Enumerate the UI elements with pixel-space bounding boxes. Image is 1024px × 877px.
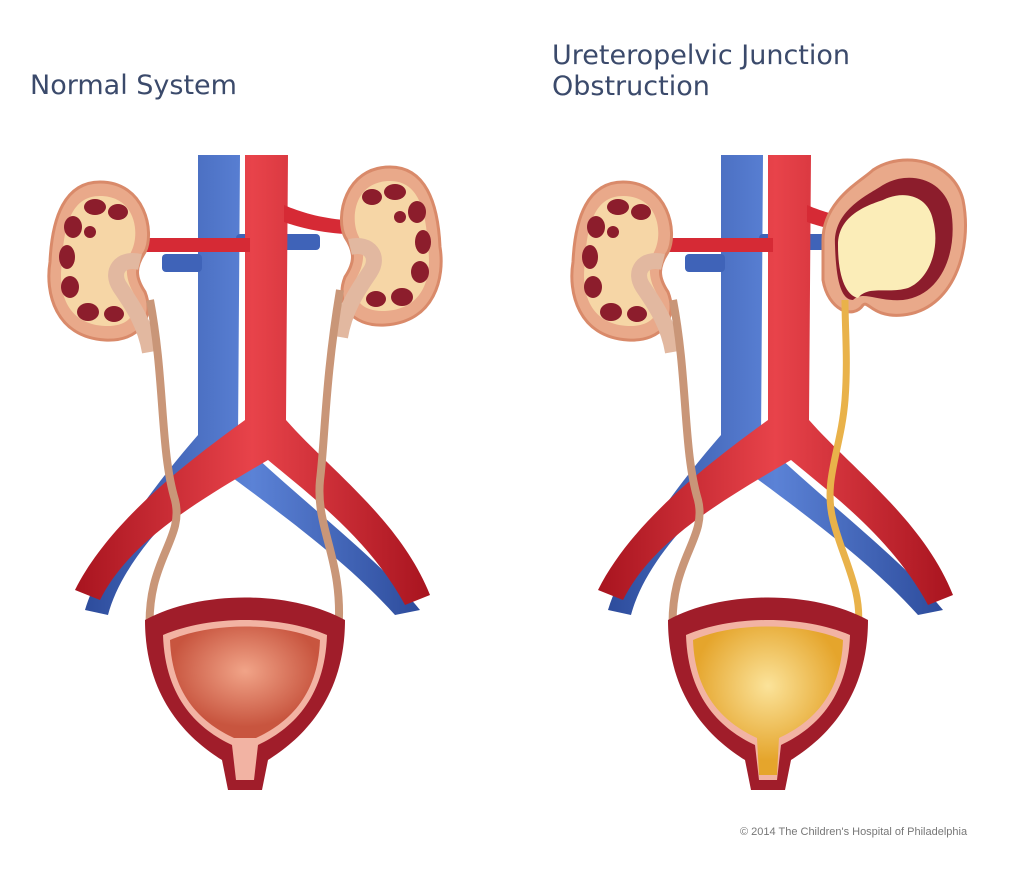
upj-obstruction-title: Ureteropelvic Junction Obstruction: [552, 40, 850, 102]
right-ureter: [315, 289, 344, 636]
title-line: Normal System: [30, 70, 237, 101]
left-kidney: [49, 182, 150, 352]
title-line: Ureteropelvic Junction: [552, 40, 851, 71]
title-line: Obstruction: [552, 71, 710, 102]
copyright-notice: © 2014 The Children's Hospital of Philad…: [740, 826, 968, 838]
right-kidney: [340, 167, 441, 337]
hydronephrotic-kidney: [821, 158, 967, 317]
bladder: [145, 597, 345, 790]
normal-system-diagram: [49, 155, 441, 790]
upj-obstruction-diagram: [572, 155, 967, 790]
bladder: [668, 597, 868, 790]
normal-system-title: Normal System: [30, 70, 237, 101]
left-kidney: [572, 182, 673, 352]
obstructed-ureter: [826, 299, 863, 631]
left-ureter: [145, 299, 181, 636]
left-ureter: [668, 299, 704, 636]
